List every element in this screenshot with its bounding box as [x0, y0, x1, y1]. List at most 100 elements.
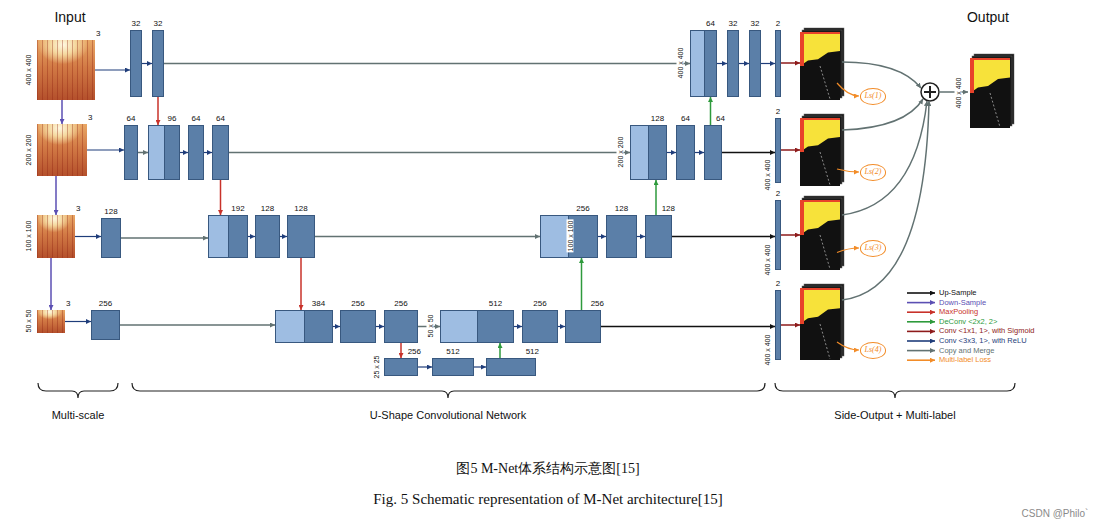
legend-swatch — [907, 321, 935, 323]
channel-count: 128 — [662, 205, 675, 213]
connector-arrow — [418, 366, 432, 367]
channel-count: 2 — [776, 20, 780, 28]
connector-arrow — [761, 63, 775, 64]
loss-arrow — [837, 83, 859, 96]
legend-text: Copy and Merge — [939, 347, 994, 355]
channel-count: 512 — [489, 300, 502, 308]
connector-arrow — [499, 343, 501, 358]
size-label: 400 x 400 — [25, 55, 32, 86]
legend-swatch — [907, 292, 935, 294]
channel-count: 256 — [99, 300, 112, 308]
sigmoid-arrow — [781, 149, 800, 151]
feature-block: 256 — [340, 310, 376, 343]
sum-symbol — [921, 83, 939, 101]
sigmoid-arrow — [781, 234, 800, 236]
loss-circle: Ls(2) — [860, 164, 887, 181]
channel-count: 128 — [651, 115, 664, 123]
sum-circle — [921, 83, 939, 101]
output-channel-block: 2 — [775, 290, 781, 360]
connector-arrow — [474, 366, 486, 367]
loss-arrow — [837, 169, 859, 172]
segmentation-map — [970, 54, 1014, 128]
connector-arrow — [717, 63, 727, 64]
connector-arrow — [75, 236, 101, 237]
feature-block: 256 — [384, 310, 418, 343]
section-label: U-Shape Convolutional Network — [370, 410, 527, 421]
connector-arrow — [601, 326, 775, 328]
channel-count: 128 — [104, 208, 117, 216]
connector-arrow — [400, 343, 402, 358]
concat-block: 384 — [275, 310, 333, 343]
channel-count: 32 — [154, 20, 163, 28]
channel-count: 64 — [216, 115, 225, 123]
connector-arrow — [55, 176, 57, 215]
channel-count: 256 — [351, 300, 364, 308]
sum-cross — [924, 86, 936, 98]
size-label: 200 x 200 — [25, 135, 32, 166]
map-background — [800, 118, 840, 186]
legend-swatch — [907, 311, 935, 313]
size-label: 100 x 100 — [567, 220, 574, 253]
feature-block: 128 — [101, 218, 121, 258]
legend-swatch — [907, 331, 935, 333]
channel-count: 3 — [88, 114, 92, 122]
size-label: 200 x 200 — [617, 136, 624, 169]
connector-arrow — [710, 97, 712, 125]
input-image: 3 — [37, 124, 87, 176]
legend-text: Conv <3x3, 1>, with ReLU — [939, 337, 1027, 345]
disc-region — [804, 200, 840, 232]
connector-arrow — [280, 236, 287, 237]
feature-block: 512 — [432, 358, 474, 376]
input-image: 3 — [37, 40, 95, 100]
sigmoid-arrow — [781, 62, 800, 64]
loss-arrow — [837, 248, 859, 253]
cup-region — [800, 200, 804, 235]
panel-heading: Input — [54, 10, 85, 24]
legend-text: MaxPooling — [939, 308, 978, 316]
section-label: Multi-scale — [52, 410, 105, 421]
segmentation-map — [800, 196, 844, 270]
channel-count: 3 — [96, 30, 100, 38]
cup-region — [970, 58, 1010, 60]
concat-block: 64 — [690, 30, 717, 97]
bracket — [38, 383, 118, 398]
segmentation-map — [800, 28, 844, 100]
feature-block: 32 — [727, 30, 739, 97]
map-background — [800, 32, 840, 100]
cup-region — [800, 288, 804, 324]
cup-region — [800, 118, 840, 120]
connector-arrow — [300, 258, 302, 310]
cup-region — [800, 288, 840, 290]
disc-region — [804, 118, 840, 149]
channel-count: 256 — [394, 300, 407, 308]
connector-arrow — [121, 237, 208, 239]
map-background — [800, 288, 840, 360]
size-label: 400 x 400 — [764, 335, 771, 366]
channel-count: 2 — [776, 280, 780, 288]
channel-count: 384 — [312, 300, 325, 308]
connector-arrow — [722, 152, 775, 154]
merge-arrow — [842, 101, 929, 300]
channel-count: 64 — [716, 115, 725, 123]
panel-heading: Output — [967, 10, 1009, 24]
size-label: 50 x 50 — [427, 314, 434, 339]
size-label: 400 x 400 — [955, 77, 962, 110]
size-label: 400 x 400 — [764, 245, 771, 276]
map-background — [970, 58, 1010, 128]
map-detail — [820, 66, 830, 99]
connector-arrow — [50, 258, 52, 310]
connector-arrow — [61, 100, 63, 124]
connector-arrow — [598, 236, 606, 237]
disc-region — [974, 58, 1010, 90]
legend-swatch — [907, 350, 935, 352]
connector-arrow — [87, 149, 124, 150]
channel-count: 128 — [294, 205, 307, 213]
concat-block: 192 — [208, 215, 248, 258]
feature-block: 64 — [704, 125, 722, 180]
size-label: 100 x 100 — [25, 221, 32, 252]
loss-label: Ls(1) — [865, 92, 882, 100]
feature-block: 128 — [255, 215, 280, 258]
connector-arrow — [558, 326, 565, 327]
